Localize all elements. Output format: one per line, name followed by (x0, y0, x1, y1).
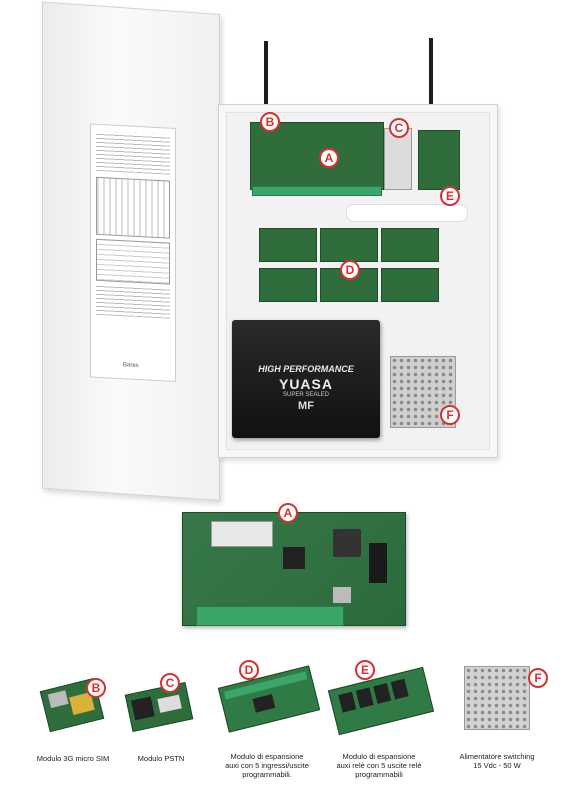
badge-c-bottom: C (160, 673, 180, 693)
badge-d-top: D (340, 260, 360, 280)
relay-module-mounted (418, 130, 460, 190)
antenna-right (429, 38, 433, 108)
module-pstn (124, 681, 194, 733)
battery-brand-line: HIGH PERFORMANCE (258, 364, 354, 374)
power-supply-mounted (390, 356, 456, 428)
badge-e-bottom: E (355, 660, 375, 680)
badge-b-bottom: B (86, 678, 106, 698)
main-board (250, 122, 384, 190)
badge-f-top: F (440, 405, 460, 425)
battery-brand: YUASA (278, 376, 333, 392)
pstn-module-mounted (384, 128, 412, 190)
module-relay (327, 666, 435, 736)
expansion-module-4 (259, 268, 317, 302)
battery: HIGH PERFORMANCE YUASA SUPER SEALED MF (232, 320, 380, 438)
badge-f-bottom: F (528, 668, 548, 688)
caption-relay: Modulo di espansione auxi relè con 5 usc… (336, 752, 422, 779)
module-expansion (217, 665, 321, 733)
caption-3g: Modulo 3G micro SIM (36, 754, 110, 763)
expansion-module-3 (381, 228, 439, 262)
badge-e-top: E (440, 186, 460, 206)
badge-d-bottom: D (239, 660, 259, 680)
manual-logo: Bares (123, 362, 139, 370)
expansion-module-1 (259, 228, 317, 262)
battery-subtitle: SUPER SEALED (282, 392, 330, 398)
caption-expansion: Modulo di espansione auxi con 5 ingressi… (225, 752, 309, 779)
badge-b-top: B (260, 112, 280, 132)
main-board-terminals (196, 606, 344, 626)
badge-a-middle: A (278, 503, 298, 523)
module-power-supply (464, 666, 530, 730)
caption-pstn: Modulo PSTN (137, 754, 185, 763)
expansion-module-6 (381, 268, 439, 302)
manual-sheet: Bares (90, 123, 176, 383)
caption-power-supply: Alimentatore switching 15 Vdc - 50 W (459, 752, 535, 770)
badge-a-top: A (319, 148, 339, 168)
expansion-module-2 (320, 228, 378, 262)
battery-mark: MF (298, 400, 314, 412)
badge-c-top: C (389, 118, 409, 138)
antenna-left (264, 41, 268, 109)
